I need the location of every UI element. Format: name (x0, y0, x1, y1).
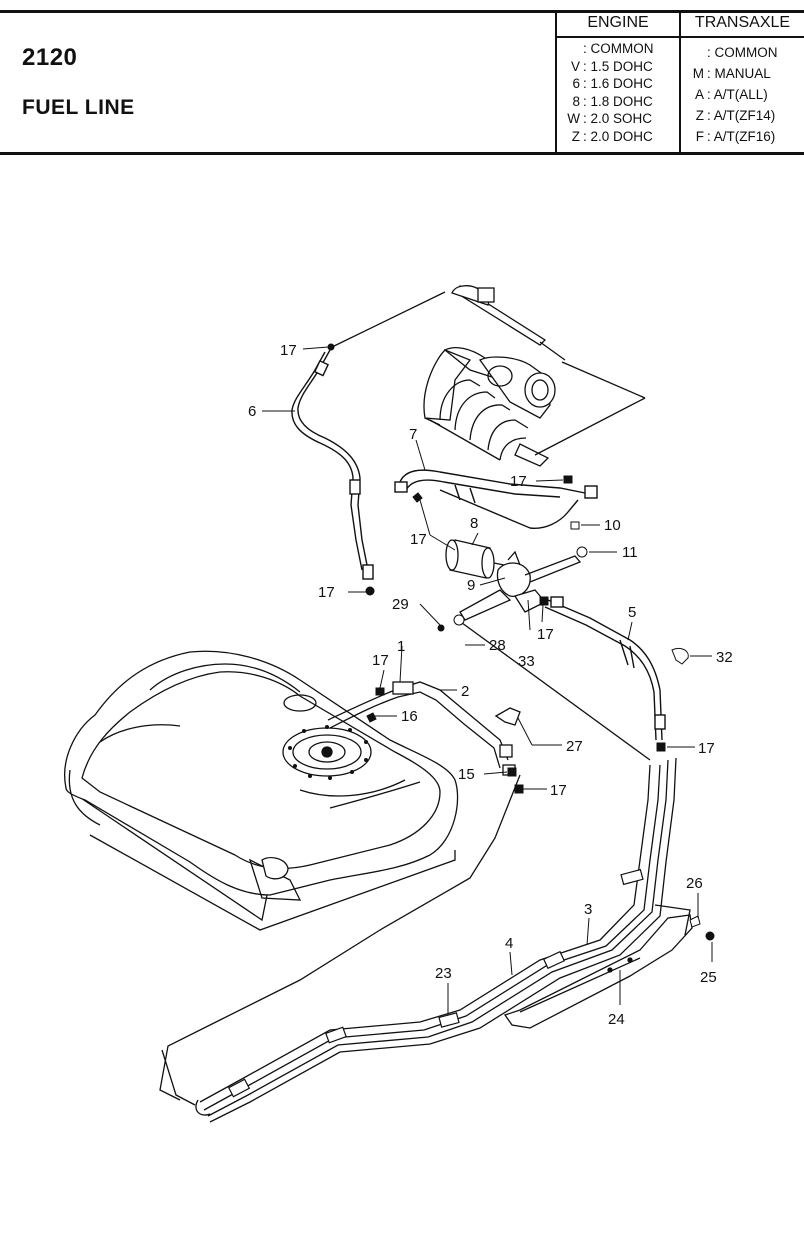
callout-5: 5 (628, 604, 636, 621)
engine-heading: ENGINE (587, 14, 649, 31)
transaxle-legend-row: : COMMON (707, 45, 778, 60)
clip-17b (412, 492, 423, 503)
callout-4: 4 (505, 935, 513, 952)
engine-legend-row: 8: 1.8 DOHC (572, 93, 653, 109)
callout-labels: 17 6 7 17 8 10 17 11 9 17 29 5 28 17 33 … (248, 342, 733, 1028)
callout-17: 17 (280, 342, 297, 359)
callout-17: 17 (510, 473, 527, 490)
clip-17a (327, 343, 335, 351)
fuel-pipe-7 (394, 469, 598, 529)
grommet-32 (671, 647, 689, 665)
nut-25 (705, 931, 715, 941)
callout-17: 17 (372, 652, 389, 669)
callout-9: 9 (467, 577, 475, 594)
transaxle-legend-row: M: MANUAL (692, 66, 771, 81)
clip-17f (375, 687, 385, 696)
fuel-pipes-3-4 (159, 619, 677, 1123)
callout-3: 3 (584, 901, 592, 918)
clip-15 (507, 767, 517, 777)
callout-25: 25 (700, 969, 717, 986)
header-bottom-rule (0, 152, 804, 155)
nut-11 (576, 546, 588, 558)
small-parts (327, 343, 715, 941)
engine-legend-row: : COMMON (583, 41, 654, 56)
fuel-filter (445, 539, 505, 579)
bolt-10 (570, 521, 580, 530)
transaxle-legend-row: F: A/T(ZF16) (695, 129, 776, 144)
clip-17h (514, 784, 524, 794)
callout-11: 11 (622, 544, 638, 561)
page-header: 2120 FUEL LINE ENGINE TRANSAXLE : COMMON… (0, 0, 804, 156)
callout-17: 17 (410, 531, 427, 548)
transaxle-legend-row: Z: A/T(ZF14) (695, 108, 776, 123)
callout-29: 29 (392, 596, 409, 613)
fuel-rail-and-manifold (329, 285, 646, 467)
callout-23: 23 (435, 965, 452, 982)
bolt-29 (437, 624, 445, 632)
engine-legend-row: W: 2.0 SOHC (567, 111, 653, 127)
fuel-tank (64, 650, 459, 931)
callout-10: 10 (604, 517, 621, 534)
clip-16 (366, 712, 377, 723)
pipe-clips (227, 868, 644, 1098)
callout-16: 16 (401, 708, 418, 725)
callout-17: 17 (550, 782, 567, 799)
callout-2: 2 (461, 683, 469, 700)
engine-legend-row: V: 1.5 DOHC (570, 58, 653, 74)
callout-27: 27 (566, 738, 583, 755)
transaxle-legend-row: A: A/T(ALL) (694, 87, 768, 102)
callout-26: 26 (686, 875, 703, 892)
callout-24: 24 (608, 1011, 625, 1028)
transaxle-legend: : COMMON M: MANUAL A: A/T(ALL) Z: A/T(ZF… (686, 42, 778, 147)
callout-7: 7 (409, 426, 417, 443)
leader-lines (262, 346, 713, 1015)
clip-17c (563, 475, 573, 484)
filter-bracket (459, 550, 582, 621)
callout-32: 32 (716, 649, 733, 666)
header-top-rule (0, 10, 804, 13)
callout-1: 1 (397, 638, 405, 655)
callout-17: 17 (537, 626, 554, 643)
section-code: 2120 (22, 44, 78, 71)
clip-27 (494, 707, 521, 726)
engine-column-divider (555, 13, 557, 152)
fuel-line-diagram: 17 6 7 17 8 10 17 11 9 17 29 5 28 17 33 … (64, 285, 733, 1123)
callout-17: 17 (698, 740, 715, 757)
section-title: FUEL LINE (22, 96, 135, 119)
callout-17: 17 (318, 584, 335, 601)
callout-33: 33 (518, 653, 535, 670)
fuel-pipe-6 (291, 349, 374, 580)
nut-28 (453, 614, 465, 626)
callout-6: 6 (248, 403, 256, 420)
engine-legend-row: 6: 1.6 DOHC (572, 76, 653, 92)
callout-8: 8 (470, 515, 478, 532)
transaxle-heading: TRANSAXLE (694, 14, 791, 31)
engine-legend: : COMMON V: 1.5 DOHC 6: 1.6 DOHC 8: 1.8 … (562, 40, 654, 146)
engine-legend-row: Z: 2.0 DOHC (571, 128, 653, 144)
clip-26 (689, 915, 701, 928)
transaxle-column-divider (679, 13, 681, 152)
pipe-protector-24 (503, 904, 693, 1029)
clip-17e (539, 596, 549, 606)
callout-28: 28 (489, 637, 506, 654)
clip-17g (656, 742, 666, 752)
clip-17d (365, 586, 375, 596)
pump-flange-bolts (288, 725, 368, 780)
fuel-pipe-5 (544, 596, 666, 741)
callout-15: 15 (458, 766, 475, 783)
legend-heading-rule (555, 36, 804, 38)
